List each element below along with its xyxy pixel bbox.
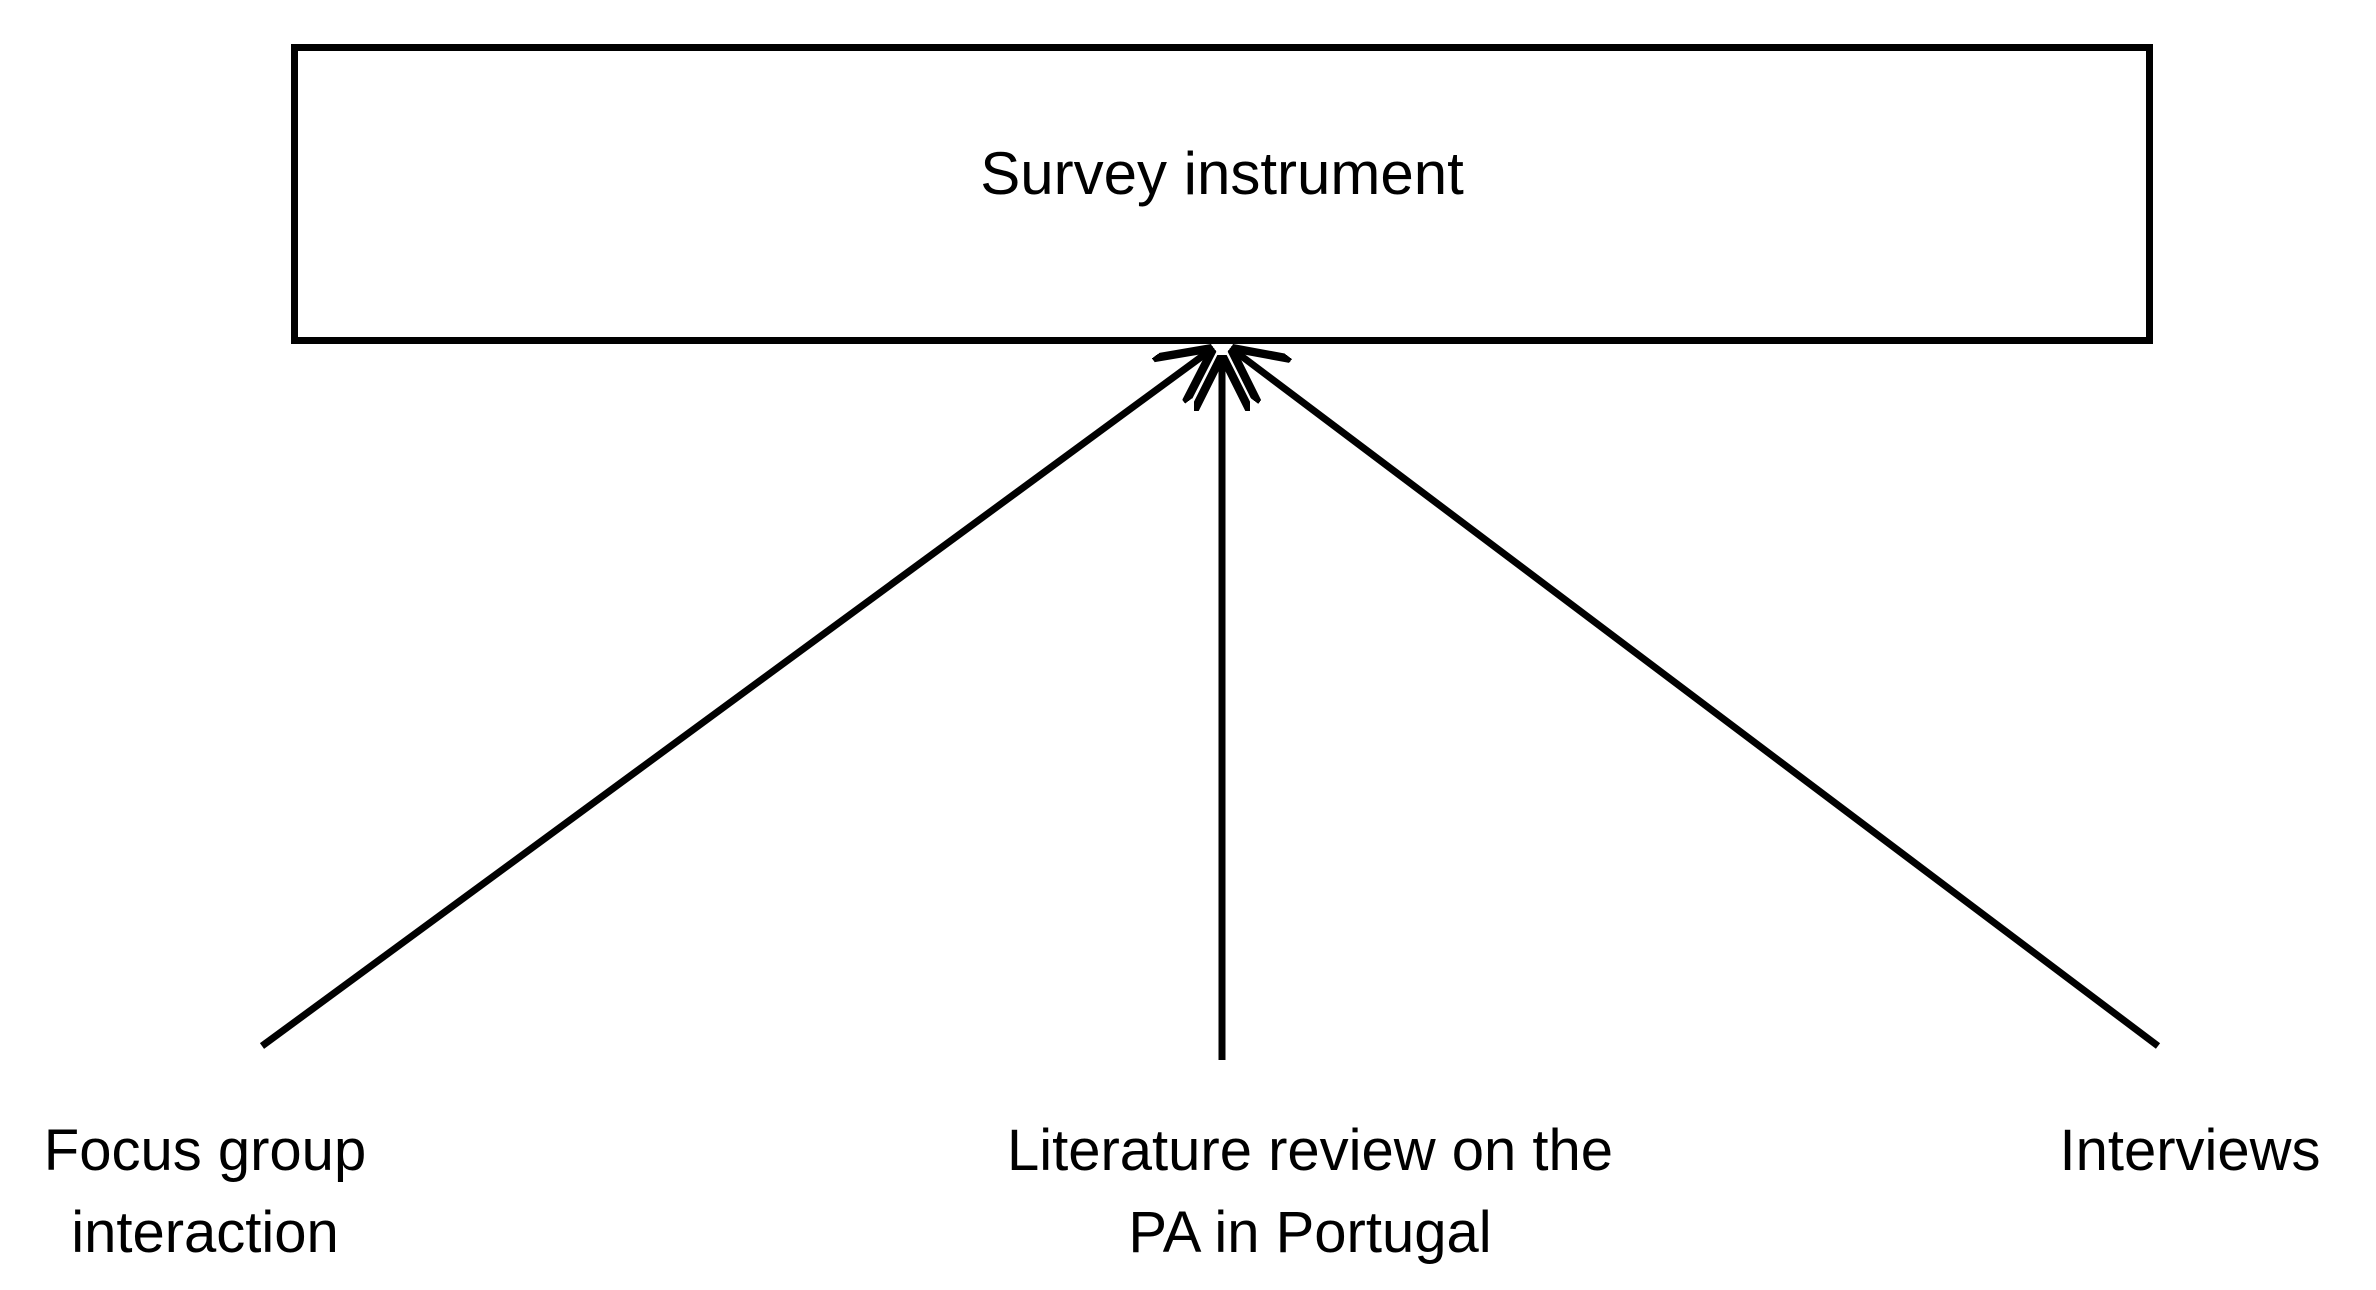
source-interviews-line-1: Interviews	[2059, 1118, 2321, 1183]
source-literature-review-line-1: Literature review on the	[1006, 1118, 1614, 1183]
source-interviews: Interviews	[2030, 1110, 2350, 1192]
source-focus-group: Focus group interaction	[20, 1110, 390, 1274]
arrow-interviews-to-survey	[1236, 352, 2161, 1049]
source-literature-review-line-2: PA in Portugal	[1128, 1200, 1492, 1265]
source-literature-review: Literature review on the PA in Portugal	[940, 1110, 1680, 1274]
survey-instrument-box: Survey instrument	[291, 44, 2153, 344]
survey-instrument-label: Survey instrument	[980, 140, 1464, 207]
arrow-focus-to-survey	[259, 352, 1208, 1049]
source-focus-group-line-2: interaction	[71, 1200, 339, 1265]
source-focus-group-line-1: Focus group	[43, 1118, 367, 1183]
